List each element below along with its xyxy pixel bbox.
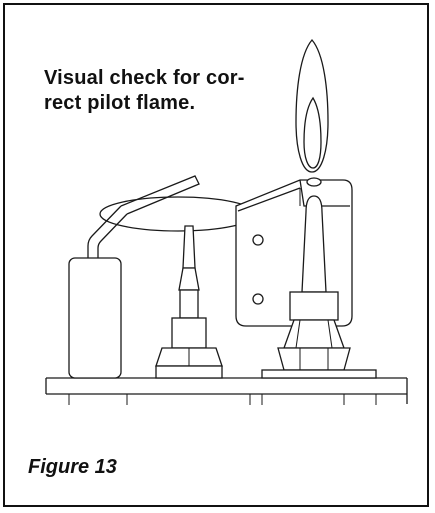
figure-frame — [3, 3, 429, 507]
caption-line-2: rect pilot flame. — [44, 92, 196, 114]
bracket-screw-hole — [252, 293, 264, 305]
caption-line-1: Visual check for cor- — [44, 67, 245, 89]
bracket-screw-hole — [252, 234, 264, 246]
figure-label: Figure 13 — [28, 456, 117, 478]
pilot-burner — [261, 177, 377, 379]
pilot-electrode — [155, 225, 223, 379]
pilot-flame — [295, 38, 329, 173]
base-plate — [45, 377, 408, 405]
thermocouple-sleeve — [68, 175, 200, 379]
burner-ring — [99, 196, 257, 232]
flame-check-caption: Visual check for cor- rect pilot flame. — [44, 66, 264, 116]
